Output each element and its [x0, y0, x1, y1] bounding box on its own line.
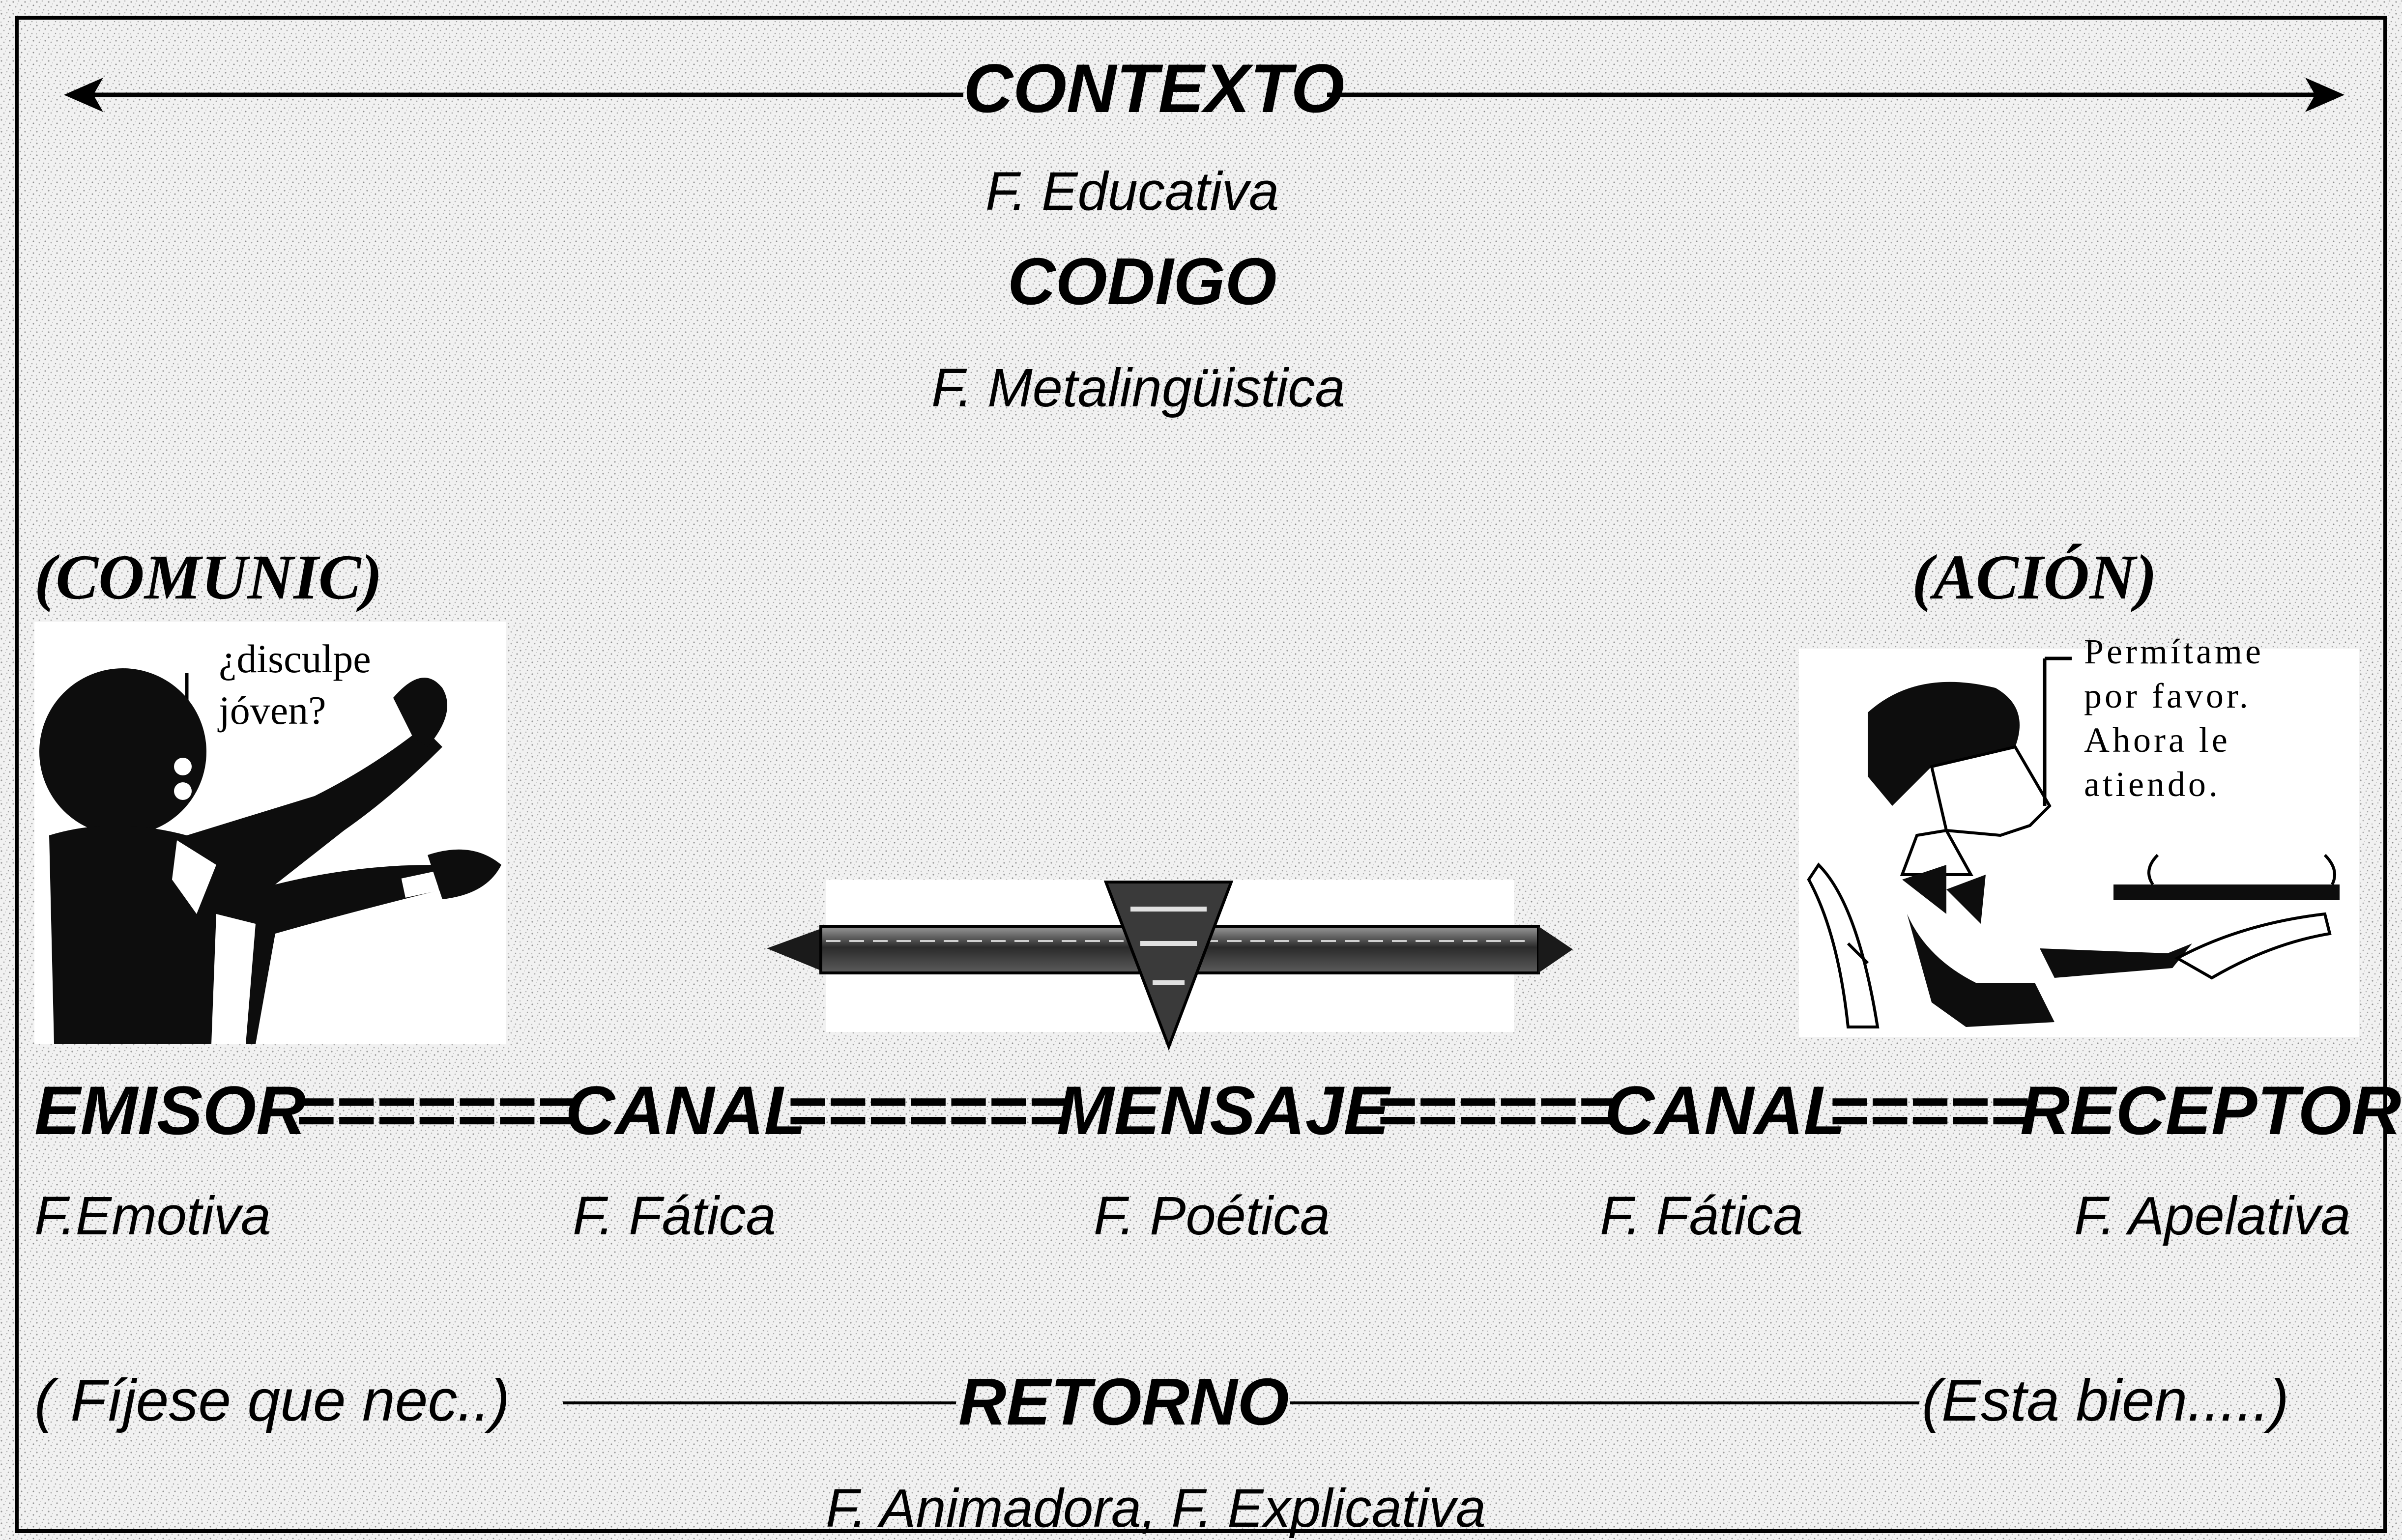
- mensaje-illustration: [767, 880, 1573, 1051]
- chain-separator-2: =======: [786, 1072, 1068, 1149]
- accion-title: (ACIÓN): [1912, 542, 2157, 613]
- emisor-speech-line-2: jóven?: [219, 688, 326, 733]
- educativa-function: F. Educativa: [985, 161, 1279, 222]
- chain-separator-1: =======: [295, 1072, 577, 1149]
- feedback-right: (Esta bien.....): [1922, 1368, 2289, 1433]
- receptor-label: RECEPTOR: [2020, 1072, 2402, 1149]
- receptor-speech-line-3: Ahora le: [2084, 720, 2230, 760]
- chain-separator-4: =====: [1828, 1072, 2029, 1149]
- receptor-speech-line-4: atiendo.: [2084, 765, 2221, 804]
- mensaje-label: MENSAJE: [1057, 1072, 1389, 1149]
- fatica-function-1: F. Fática: [573, 1186, 776, 1246]
- fatica-function-2: F. Fática: [1600, 1186, 1803, 1246]
- receptor-speech-line-1: Permítame: [2084, 632, 2264, 671]
- codigo-label: CODIGO: [1008, 244, 1277, 318]
- context-arrow: [64, 78, 2344, 112]
- apelativa-function: F. Apelativa: [2074, 1186, 2351, 1246]
- context-label: CONTEXTO: [963, 50, 1345, 127]
- feedback-functions: F. Animadora, F. Explicativa: [826, 1478, 1486, 1539]
- emisor-label: EMISOR: [34, 1072, 306, 1149]
- emotiva-function: F.Emotiva: [34, 1186, 271, 1246]
- emisor-speech-line-1: ¿disculpe: [219, 636, 371, 681]
- metalinguistica-function: F. Metalingüistica: [931, 358, 1345, 418]
- comunic-title: (COMUNIC): [34, 542, 382, 613]
- emisor-illustration: [34, 622, 506, 1044]
- receptor-illustration: [1799, 649, 2359, 1037]
- frame-border: [15, 16, 2387, 1533]
- receptor-speech-line-2: por favor.: [2084, 676, 2251, 715]
- canal-label-1: CANAL: [565, 1072, 806, 1149]
- feedback-left: ( Fíjese que nec..): [34, 1368, 510, 1433]
- retorno-label: RETORNO: [958, 1365, 1289, 1439]
- chain-separator-3: ======: [1376, 1072, 1618, 1149]
- canal-label-2: CANAL: [1605, 1072, 1846, 1149]
- poetica-function: F. Poética: [1094, 1186, 1331, 1246]
